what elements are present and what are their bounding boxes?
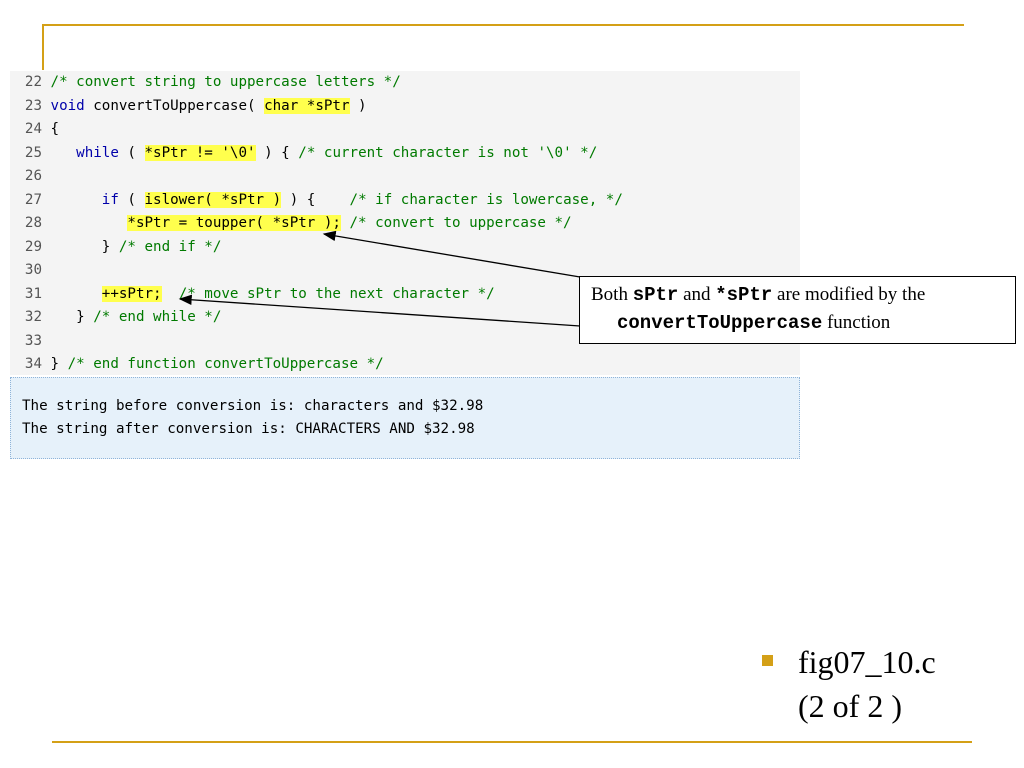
annotation-callout: Both sPtr and *sPtr are modified by the …: [579, 276, 1016, 344]
highlighted-code: char *sPtr: [264, 97, 350, 114]
code-text: {: [50, 121, 60, 137]
line-gap: [42, 239, 51, 255]
left-rule: [42, 24, 44, 70]
output-line: The string before conversion is: charact…: [22, 398, 484, 414]
line-number: 32: [24, 309, 42, 325]
code-text: convertToUppercase(: [84, 97, 265, 114]
code-text: }: [50, 238, 119, 255]
line-gap: [42, 98, 51, 114]
code-text: }: [50, 356, 68, 372]
line-gap: [42, 262, 51, 278]
code-text: [51, 215, 128, 231]
line-number: 27: [24, 191, 42, 208]
code-line: 25 while ( *sPtr != '\0' ) { /* current …: [10, 142, 597, 165]
code-line: 26: [10, 165, 51, 188]
line-gap: [42, 145, 51, 161]
highlighted-code: *sPtr != '\0': [144, 144, 256, 161]
highlighted-code: islower( *sPtr ): [144, 191, 282, 208]
line-gap: [42, 333, 51, 349]
code-text: [51, 145, 77, 161]
line-number: 33: [24, 332, 42, 349]
callout-line-1: Both sPtr and *sPtr are modified by the: [591, 284, 926, 306]
bottom-rule: [52, 741, 972, 743]
code-comment: /* end function convertToUppercase */: [67, 356, 384, 372]
code-text: [341, 215, 350, 231]
line-number: 25: [24, 144, 42, 161]
output-line: The string after conversion is: CHARACTE…: [22, 421, 475, 437]
code-comment: /* convert string to uppercase letters *…: [50, 74, 401, 90]
line-number: 24: [24, 121, 42, 137]
code-line: 28 *sPtr = toupper( *sPtr ); /* convert …: [10, 212, 572, 235]
code-comment: /* end while */: [93, 309, 222, 325]
line-gap: [42, 356, 51, 372]
caption-part: (2 of 2 ): [798, 688, 902, 724]
code-text: (: [118, 144, 145, 161]
code-text: ): [349, 97, 367, 114]
bullet-square-icon: [762, 655, 773, 666]
code-text: [162, 286, 179, 302]
line-number: 22: [24, 74, 42, 90]
line-gap: [42, 309, 51, 325]
line-number: 30: [24, 262, 42, 278]
code-line: 34 } /* end function convertToUppercase …: [10, 353, 384, 376]
code-line: 32 } /* end while */: [10, 306, 221, 329]
line-gap: [42, 215, 51, 231]
code-comment: /* current character is not '\0' */: [298, 144, 598, 161]
code-line: 27 if ( islower( *sPtr ) ) { /* if chara…: [10, 189, 623, 212]
code-line: 33: [10, 330, 51, 353]
code-text: ) {: [255, 144, 299, 161]
code-text: [51, 192, 102, 208]
line-number: 29: [24, 238, 42, 255]
code-line: 24 {: [10, 118, 59, 141]
code-line: 29 } /* end if */: [10, 236, 221, 259]
line-number: 28: [24, 215, 42, 231]
code-text: }: [50, 309, 94, 325]
code-comment: /* convert to uppercase */: [349, 215, 572, 231]
line-gap: [42, 286, 51, 302]
code-line: 22 /* convert string to uppercase letter…: [10, 71, 401, 94]
line-number: 23: [24, 97, 42, 114]
code-comment: /* end if */: [118, 238, 222, 255]
highlighted-code: *sPtr = toupper( *sPtr );: [127, 215, 341, 231]
code-text: [51, 286, 102, 302]
code-keyword: void: [50, 97, 85, 114]
code-text: (: [118, 191, 145, 208]
highlighted-code: ++sPtr;: [101, 285, 162, 302]
line-gap: [42, 192, 51, 208]
line-number: 26: [24, 168, 42, 184]
line-gap: [42, 168, 51, 184]
line-number: 31: [24, 285, 42, 302]
code-comment: /* if character is lowercase, */: [349, 191, 623, 208]
code-line: 31 ++sPtr; /* move sPtr to the next char…: [10, 283, 495, 306]
code-keyword: if: [101, 191, 119, 208]
slide-caption: fig07_10.c (2 of 2 ): [798, 640, 936, 728]
caption-filename: fig07_10.c: [798, 644, 936, 680]
code-comment: /* move sPtr to the next character */: [178, 285, 495, 302]
code-line: 23 void convertToUppercase( char *sPtr ): [10, 95, 367, 118]
code-text: ) {: [281, 191, 350, 208]
program-output: The string before conversion is: charact…: [10, 377, 800, 459]
line-number: 34: [24, 356, 42, 372]
callout-line-2: convertToUppercase function: [617, 312, 891, 334]
top-rule: [42, 24, 964, 26]
line-gap: [42, 74, 51, 90]
code-line: 30: [10, 259, 51, 282]
code-keyword: while: [76, 144, 119, 161]
line-gap: [42, 121, 51, 137]
